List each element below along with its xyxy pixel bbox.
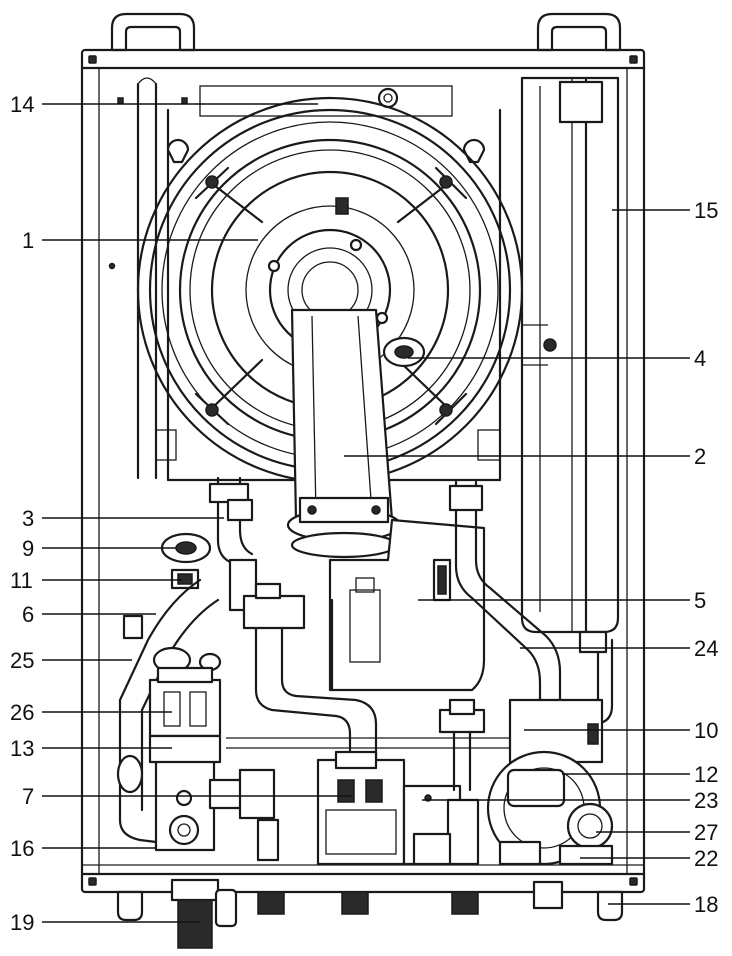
callout-23: 23 xyxy=(694,788,718,813)
callout-12: 12 xyxy=(694,762,718,787)
gas-supply-pipe xyxy=(226,582,510,772)
callout-11: 11 xyxy=(10,568,33,593)
ignition-electrode xyxy=(382,336,426,368)
left-vertical-pipe xyxy=(136,77,158,480)
condensate-pipe xyxy=(116,578,222,844)
callout-4: 4 xyxy=(694,346,706,371)
return-pipe-left xyxy=(160,476,258,612)
right-handle xyxy=(536,12,622,52)
leader-lines xyxy=(42,103,690,923)
pressure-relief-valve xyxy=(412,698,486,866)
callout-3: 3 xyxy=(22,506,34,531)
bottom-connections xyxy=(116,878,624,949)
callout-10: 10 xyxy=(694,718,718,743)
fan-unit xyxy=(328,518,486,692)
callout-15: 15 xyxy=(694,198,718,223)
callout-24: 24 xyxy=(694,636,718,661)
callout-9: 9 xyxy=(22,536,34,561)
callout-25: 25 xyxy=(10,648,34,673)
callout-13: 13 xyxy=(10,736,34,761)
callout-5: 5 xyxy=(694,588,706,613)
callout-6: 6 xyxy=(22,602,34,627)
callout-2: 2 xyxy=(694,444,706,469)
callout-26: 26 xyxy=(10,700,34,725)
callout-22: 22 xyxy=(694,846,718,871)
left-handle xyxy=(110,12,196,52)
callout-19: 19 xyxy=(10,910,34,935)
callout-16: 16 xyxy=(10,836,34,861)
callout-27: 27 xyxy=(694,820,718,845)
callout-14: 14 xyxy=(10,92,34,117)
gas-valve xyxy=(148,666,280,862)
circulation-pump xyxy=(486,698,614,866)
callout-1: 1 xyxy=(22,228,34,253)
callout-labels: 14 1 15 4 2 3 9 11 5 6 25 24 26 10 13 12… xyxy=(10,92,718,935)
expansion-vessel xyxy=(520,76,620,634)
callout-7: 7 xyxy=(22,784,34,809)
callout-18: 18 xyxy=(694,892,718,917)
